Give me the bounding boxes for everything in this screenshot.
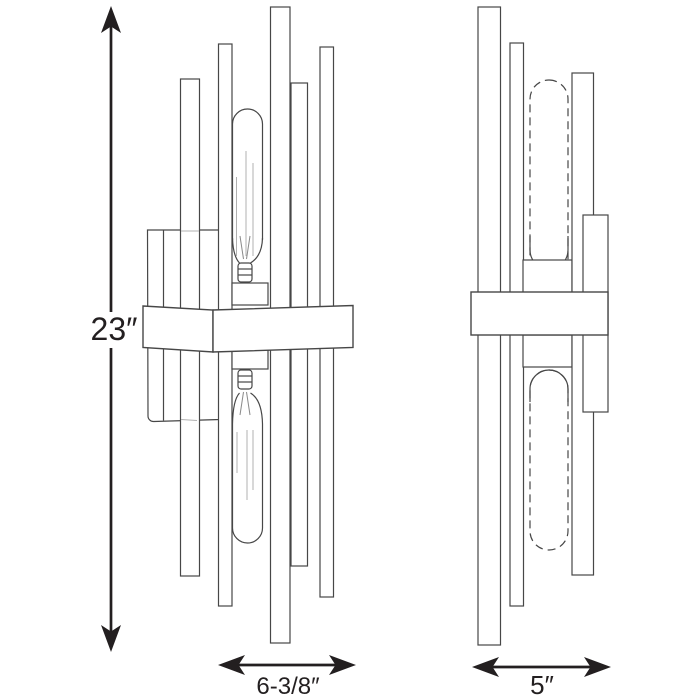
bulb-hidden-outline	[529, 79, 569, 289]
upper-lamp	[231, 108, 269, 306]
front-view	[142, 6, 354, 644]
bulb-neck-taper	[250, 392, 264, 425]
lamp-socket	[231, 349, 269, 370]
width-dimension: 6-3/8″	[218, 655, 356, 700]
center-band	[142, 304, 354, 353]
band-front-face	[212, 304, 354, 353]
arrowhead-down	[101, 625, 121, 652]
bulb-neck-taper	[250, 237, 264, 264]
bulb-ferrule	[237, 369, 253, 390]
backplate-edge-showthrough	[180, 419, 198, 421]
bulb-neck-taper	[231, 392, 240, 425]
depth-dimension-label: 5″	[530, 670, 554, 700]
depth-dimension: 5″	[472, 657, 611, 700]
arrowhead-left	[218, 655, 245, 675]
center-band-side	[470, 291, 609, 336]
bulb-hidden-outline	[529, 369, 569, 551]
bulb-ferrule	[237, 262, 253, 283]
upper-lamp-hidden	[522, 79, 573, 294]
height-dimension-label: 23″	[91, 311, 138, 347]
lower-lamp-hidden	[522, 334, 573, 551]
filament-support	[239, 235, 244, 260]
lamp-socket	[522, 334, 573, 368]
filament-support	[239, 391, 244, 416]
band-side-face	[142, 305, 214, 353]
filament-support	[246, 235, 251, 260]
bulb-glass	[231, 424, 264, 544]
bulb-shoulder	[529, 369, 569, 402]
arrowhead-right	[584, 657, 611, 677]
width-dimension-label: 6-3/8″	[256, 673, 320, 700]
side-view	[470, 6, 609, 646]
filament-support	[246, 391, 251, 416]
bulb-neck-taper	[231, 237, 240, 264]
lamp-socket	[522, 259, 573, 294]
arrowhead-up	[101, 6, 121, 33]
height-dimension: 23″	[91, 6, 138, 652]
lower-lamp	[231, 349, 269, 544]
arrowhead-left	[472, 657, 499, 677]
arrowhead-right	[329, 655, 356, 675]
lamp-socket	[231, 282, 269, 306]
bulb-glass	[231, 108, 264, 240]
